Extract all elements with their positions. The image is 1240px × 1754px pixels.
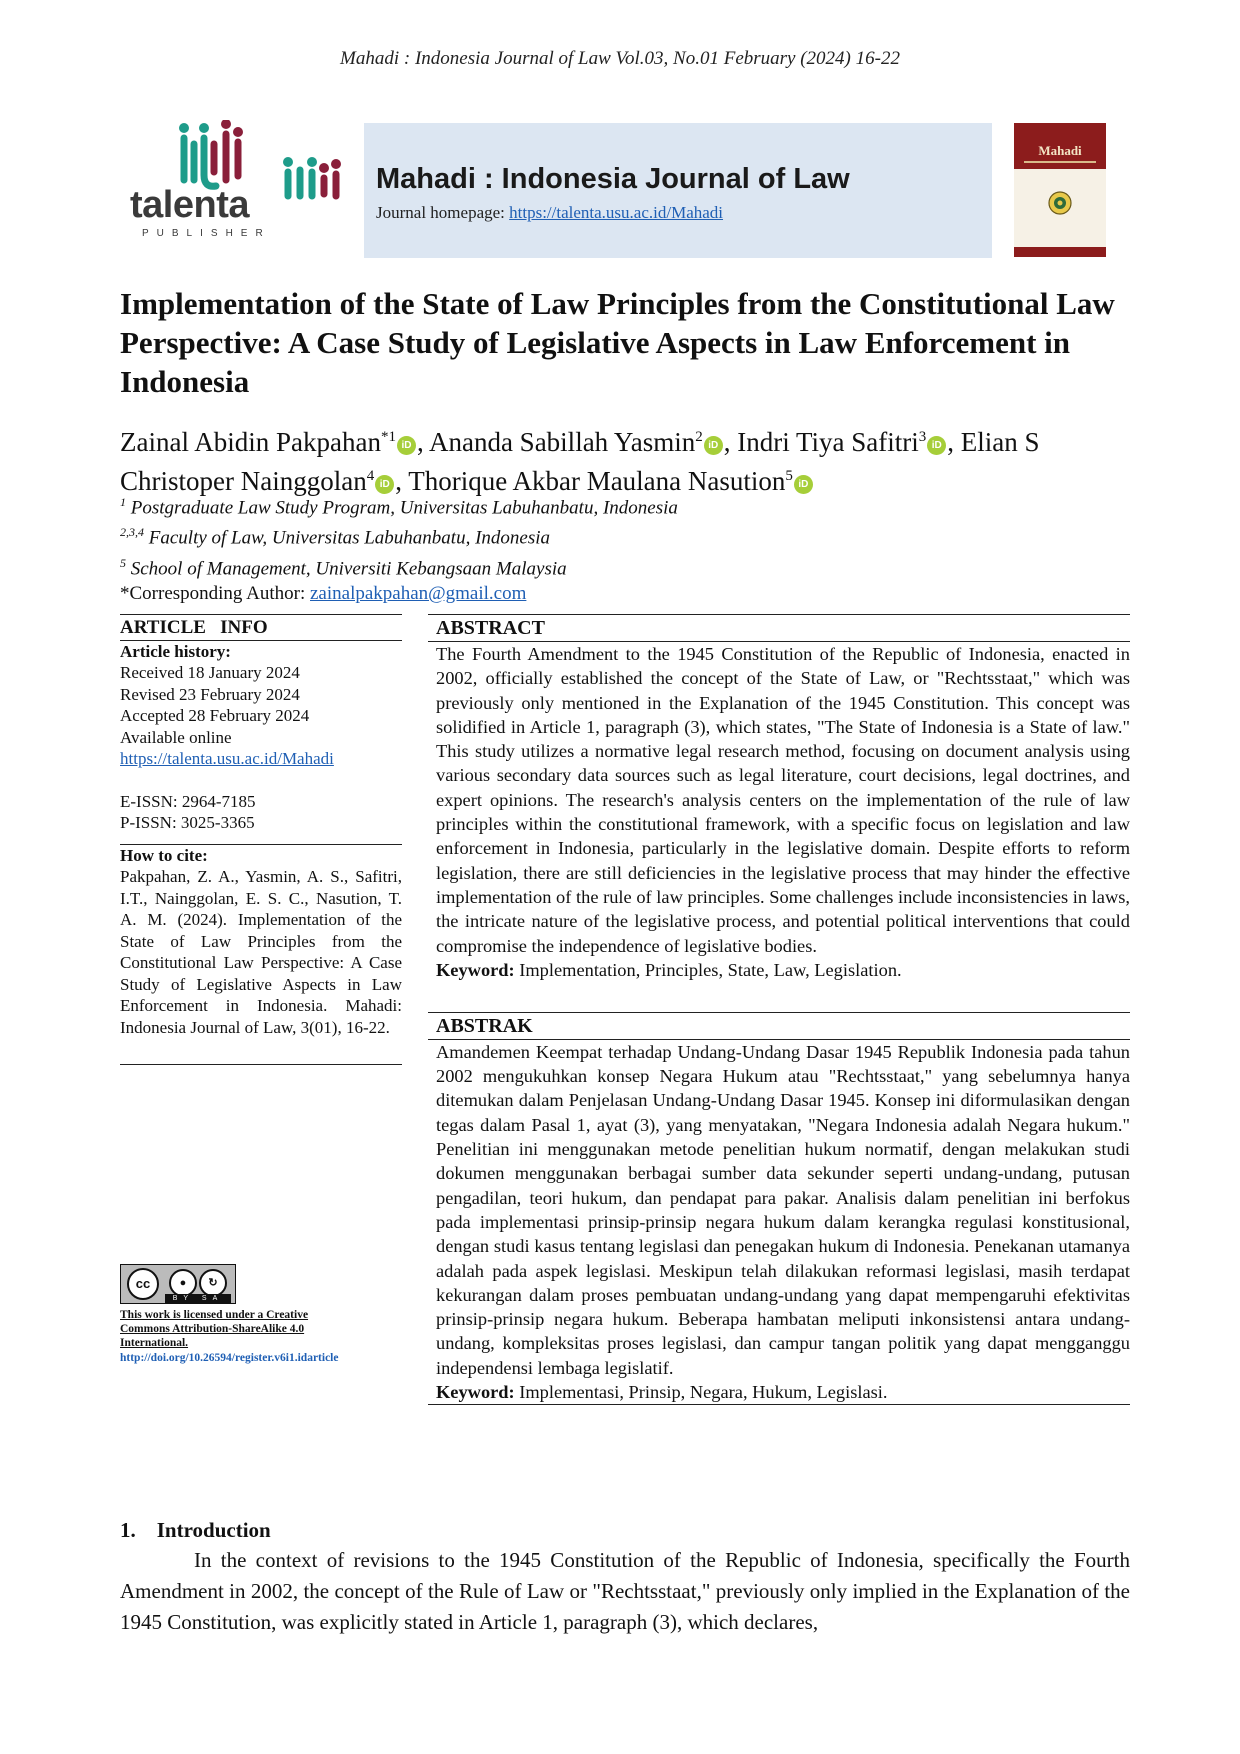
badge-tags: BY SA — [165, 1294, 231, 1303]
author-item: Elian S Christoper Nainggolan4iD, — [120, 427, 1040, 496]
doi-link[interactable]: http://doi.org/10.26594/register.v6i1.id… — [120, 1352, 339, 1364]
eissn: E-ISSN: 2964-7185 — [120, 791, 256, 811]
abstrak-keywords: Keyword: Implementasi, Prinsip, Negara, … — [436, 1382, 888, 1403]
abstrak-text: Amandemen Keempat terhadap Undang-Undang… — [436, 1041, 1130, 1378]
divider — [120, 639, 402, 641]
author-item: Ananda Sabillah Yasmin2iD, — [428, 427, 738, 457]
license-block: cc ● ↻ BY SA This work is licensed under… — [120, 1264, 400, 1364]
corresponding-email-link[interactable]: zainalpakpahan@gmail.com — [310, 582, 527, 604]
journal-name: Mahadi : Indonesia Journal of Law — [376, 163, 850, 195]
divider — [428, 614, 1130, 615]
talenta-mark-icon — [179, 120, 341, 200]
journal-homepage: Journal homepage: https://talenta.usu.ac… — [376, 203, 723, 223]
abstract-text: The Fourth Amendment to the 1945 Constit… — [436, 644, 1130, 956]
orcid-icon[interactable]: iD — [927, 436, 947, 455]
sharealike-icon: ↻ — [199, 1269, 227, 1297]
accepted-date: Accepted 28 February 2024 — [120, 706, 310, 725]
spacer — [428, 982, 1130, 1012]
spacer — [120, 1038, 402, 1064]
cc-icon: cc — [127, 1268, 159, 1300]
introduction-text: In the context of revisions to the 1945 … — [120, 1548, 1130, 1634]
paper-title: Implementation of the State of Law Princ… — [120, 286, 1115, 399]
introduction-heading: 1. Introduction — [120, 1518, 271, 1542]
author-list: Zainal Abidin Pakpahan*1iD, Ananda Sabil… — [120, 420, 1120, 498]
author-item: Indri Tiya Safitri3iD, — [737, 427, 961, 457]
divider — [120, 843, 402, 845]
abstract-heading: ABSTRACT — [436, 617, 545, 639]
citation-text: Pakpahan, Z. A., Yasmin, A. S., Safitri,… — [120, 867, 402, 1037]
author-item: Thorique Akbar Maulana Nasution5iD — [408, 466, 814, 496]
publisher-wordmark: talenta — [130, 184, 249, 226]
license-text[interactable]: This work is licensed under a Creative C… — [120, 1309, 309, 1349]
revised-date: Revised 23 February 2024 — [120, 684, 300, 704]
orcid-icon[interactable]: iD — [396, 436, 416, 455]
cc-by-sa-badge[interactable]: cc ● ↻ BY SA — [120, 1264, 236, 1304]
abstrak-heading: ABSTRAK — [436, 1014, 533, 1037]
journal-url-link[interactable]: https://talenta.usu.ac.id/Mahadi — [120, 749, 334, 768]
author-item: Zainal Abidin Pakpahan*1iD, — [120, 427, 429, 457]
abstract-column: ABSTRACT The Fourth Amendment to the 194… — [428, 614, 1130, 1406]
cover-divider — [1024, 161, 1096, 163]
how-to-cite-label: How to cite: — [120, 845, 208, 865]
divider — [428, 1038, 1130, 1040]
running-head: Mahadi : Indonesia Journal of Law Vol.03… — [340, 48, 900, 69]
cover-footer — [1014, 247, 1106, 257]
article-info-heading: ARTICLE INFO — [120, 617, 268, 638]
orcid-icon[interactable]: iD — [793, 475, 813, 494]
divider — [120, 614, 402, 615]
available-online: Available online — [120, 727, 232, 747]
divider — [428, 1404, 1130, 1406]
affiliation-item: 5 School of Management, Universiti Keban… — [120, 555, 567, 579]
homepage-link[interactable]: https://talenta.usu.ac.id/Mahadi — [509, 203, 724, 222]
spacer — [120, 834, 402, 844]
pissn: P-ISSN: 3025-3365 — [120, 813, 255, 832]
attribution-icon: ● — [169, 1269, 197, 1297]
affiliations: 1 Postgraduate Law Study Program, Univer… — [120, 490, 1120, 606]
abstract-keywords: Keyword: Implementation, Principles, Sta… — [436, 959, 902, 980]
divider — [120, 1064, 402, 1065]
corresponding-author: *Corresponding Author: zainalpakpahan@gm… — [120, 582, 527, 604]
journal-banner: Mahadi : Indonesia Journal of Law Journa… — [364, 123, 992, 258]
orcid-icon[interactable]: iD — [703, 436, 723, 455]
publisher-logo: talenta PUBLISHER — [128, 120, 358, 250]
cover-title: Mahadi — [1038, 143, 1082, 158]
publisher-subtitle: PUBLISHER — [142, 228, 271, 239]
article-info-column: ARTICLE INFO Article history: Received 1… — [120, 614, 402, 1065]
homepage-label: Journal homepage: — [376, 203, 510, 222]
spacer — [120, 770, 402, 791]
history-label: Article history: — [120, 641, 231, 661]
affiliation-item: 1 Postgraduate Law Study Program, Univer… — [120, 495, 678, 519]
orcid-icon[interactable]: iD — [375, 475, 395, 494]
journal-cover-image: Mahadi — [1014, 123, 1106, 257]
divider — [428, 641, 1130, 642]
affiliation-item: 2,3,4 Faculty of Law, Universitas Labuha… — [120, 525, 551, 549]
university-seal-icon — [1048, 191, 1072, 215]
divider — [428, 1011, 1130, 1013]
received-date: Received 18 January 2024 — [120, 663, 300, 682]
